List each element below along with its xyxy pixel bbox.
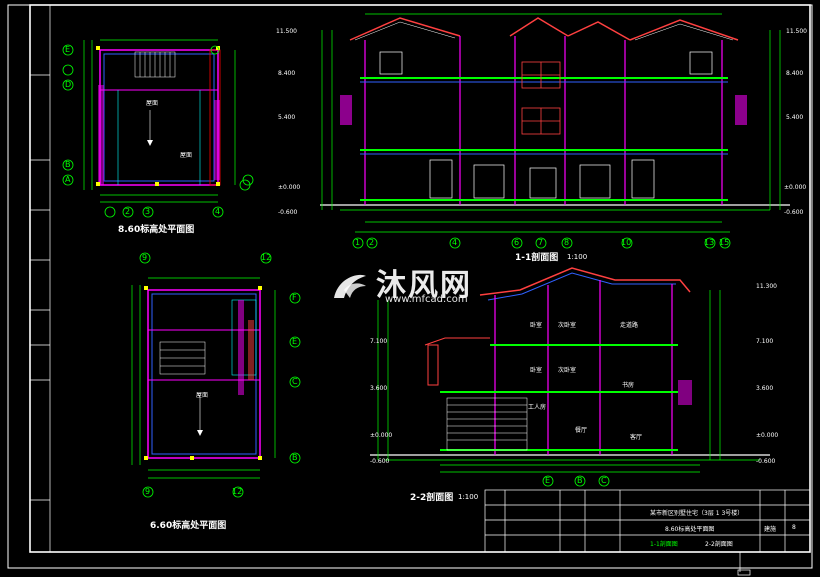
elev-label: -0.600 — [784, 209, 804, 216]
axis-label: E — [292, 337, 298, 346]
section-2-title: 2-2剖面图 — [410, 493, 454, 503]
axis-label: E — [65, 45, 71, 54]
axis-label: 12 — [232, 487, 243, 496]
elev-label: ±0.000 — [784, 184, 807, 191]
elev-label: 5.400 — [278, 114, 296, 121]
elev-label: -0.600 — [756, 458, 776, 465]
axis-label: 9 — [145, 487, 151, 496]
elev-label: -0.600 — [278, 209, 298, 216]
title-block-drawing-name-3: 2-2剖面图 — [705, 541, 733, 548]
elev-label: 8.400 — [786, 70, 804, 77]
elev-label: 7.100 — [756, 338, 774, 345]
plan-bottom — [131, 252, 301, 498]
elev-label: 11.300 — [756, 283, 777, 290]
elev-label: 5.400 — [786, 114, 804, 121]
axis-label: 2 — [369, 238, 375, 247]
elev-label: 8.400 — [278, 70, 296, 77]
room-label: 餐厅 — [575, 427, 588, 434]
title-block-project: 某市新区别墅住宅（3层 1 3号楼） — [650, 510, 744, 517]
elev-label: 3.600 — [370, 385, 388, 392]
axis-label: 10 — [621, 238, 632, 247]
title-block-drawing-no-label: 建施 — [764, 526, 777, 533]
axis-label: 1 — [355, 238, 361, 247]
elev-label: ±0.000 — [756, 432, 779, 439]
room-label: 客厅 — [630, 434, 643, 441]
room-label: 卧室 — [530, 367, 543, 374]
axis-label: 9 — [142, 253, 148, 262]
section-1-scale: 1:100 — [567, 253, 588, 261]
room-label: 卧室 — [530, 322, 543, 329]
axis-label: 6 — [514, 238, 520, 247]
axis-label: C — [601, 476, 607, 485]
axis-label: D — [65, 80, 72, 89]
section-2-2 — [370, 267, 770, 487]
title-block-drawing-no: 8 — [792, 524, 796, 531]
axis-label: 7 — [538, 238, 544, 247]
watermark-brand: 沐风网 — [376, 268, 472, 303]
axis-label: B — [577, 476, 583, 485]
axis-label: 2 — [125, 207, 131, 216]
elev-label: 3.600 — [756, 385, 774, 392]
axis-label: 4 — [452, 238, 458, 247]
elev-label: ±0.000 — [370, 432, 393, 439]
plan-bottom-title: 6.60标高处平面图 — [150, 521, 227, 531]
room-label: 次卧室 — [558, 367, 577, 374]
elev-label: ±0.000 — [278, 184, 301, 191]
axis-label: 8 — [564, 238, 570, 247]
room-label: 屋面 — [180, 152, 193, 159]
elev-label: -0.600 — [370, 458, 390, 465]
watermark-url: www.mfcad.com — [385, 294, 468, 305]
section-1-title: 1-1剖面图 — [515, 253, 559, 263]
axis-label: A — [65, 175, 71, 184]
axis-label: 15 — [719, 238, 730, 247]
watermark: 沐风网 — [330, 268, 472, 304]
title-block-frame — [484, 489, 811, 576]
elev-label: 7.100 — [370, 338, 388, 345]
room-label: 走道路 — [620, 322, 639, 329]
plan-top-title: 8.60标高处平面图 — [118, 225, 195, 235]
axis-label: B — [292, 453, 298, 462]
room-label: 屋面 — [196, 392, 209, 399]
section-2-scale: 1:100 — [458, 493, 479, 501]
axis-label: E — [545, 476, 551, 485]
axis-label: F — [292, 293, 297, 302]
room-label: 次卧室 — [558, 322, 577, 329]
room-label: 屋面 — [146, 100, 159, 107]
axis-label: B — [65, 160, 71, 169]
title-block-drawing-name-1: 8.60标高处平面图 — [665, 526, 715, 533]
axis-label: 3 — [145, 207, 151, 216]
elev-label: 11.500 — [786, 28, 807, 35]
axis-label: 4 — [215, 207, 221, 216]
axis-label: C — [292, 377, 298, 386]
axis-label: 12 — [261, 253, 272, 262]
title-block-drawing-name-2: 1-1剖面图 — [650, 541, 678, 548]
plan-top — [62, 39, 254, 218]
axis-label: 13 — [704, 238, 715, 247]
section-1-1 — [320, 13, 790, 249]
left-margin-strip — [30, 5, 51, 552]
room-label: 工人房 — [528, 404, 547, 411]
room-label: 书房 — [622, 382, 635, 389]
elev-label: 11.500 — [276, 28, 297, 35]
mfcad-logo-icon — [334, 274, 366, 298]
